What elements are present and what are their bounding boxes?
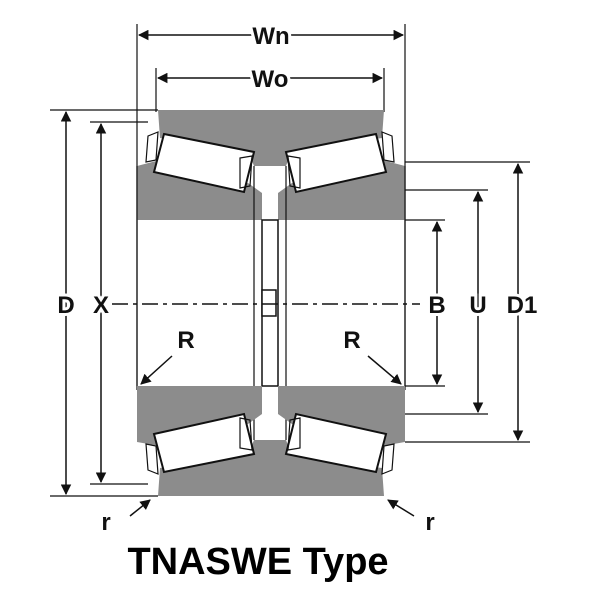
label-wo: Wo (252, 66, 289, 93)
label-x: X (93, 292, 109, 319)
label-d: D (57, 292, 74, 319)
label-d1: D1 (507, 292, 538, 319)
radius-leaders (129, 355, 415, 517)
roller-lower-right (284, 412, 388, 474)
roller-upper-left (152, 132, 256, 194)
extension-lines (50, 24, 530, 497)
label-r-lower-left: r (101, 509, 110, 536)
label-u: U (469, 292, 486, 319)
label-b: B (428, 292, 445, 319)
roller-upper-right (284, 132, 388, 194)
outer-ring-top (158, 110, 384, 166)
outer-ring-bottom (158, 440, 384, 496)
diagram-title: TNASWE Type (127, 541, 388, 583)
roller-lower-left (152, 412, 256, 474)
dimension-arrows (60, 29, 524, 496)
label-r-upper-right: R (343, 327, 360, 354)
bearing-cross-section (136, 110, 406, 496)
center-spacer-slot (261, 289, 277, 317)
label-r-lower-right: r (425, 509, 434, 536)
label-r-upper-left: R (177, 327, 194, 354)
label-wn: Wn (252, 23, 289, 50)
